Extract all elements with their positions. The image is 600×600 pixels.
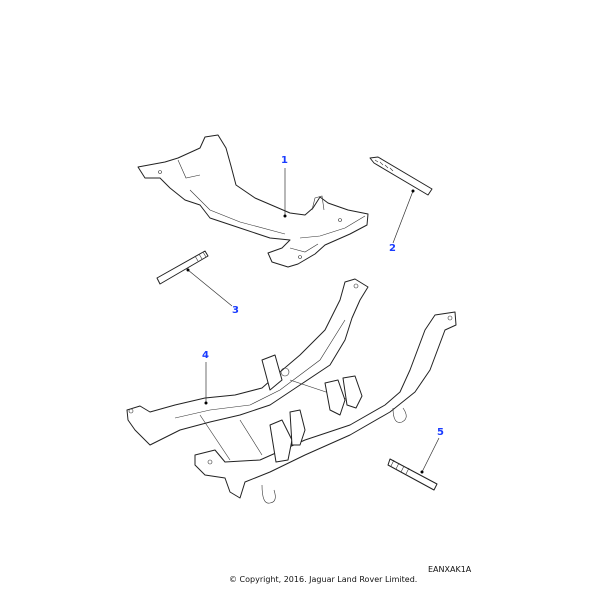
callout-3[interactable]: 3 [232, 305, 239, 316]
rear-subframe-drawing [126, 278, 457, 504]
copyright-notice: © Copyright, 2016. Jaguar Land Rover Lim… [229, 575, 418, 584]
illustration-code: EANXAK1A [428, 565, 472, 574]
bolt-3-drawing [156, 250, 209, 285]
front-subframe-drawing [137, 134, 369, 268]
leader-lines [186, 168, 440, 474]
callout-2[interactable]: 2 [389, 243, 396, 254]
bolt-5-drawing [387, 458, 438, 491]
callout-5[interactable]: 5 [437, 427, 444, 438]
callout-1[interactable]: 1 [281, 155, 288, 166]
bolt-2-drawing [369, 156, 433, 196]
callout-4[interactable]: 4 [202, 350, 209, 361]
